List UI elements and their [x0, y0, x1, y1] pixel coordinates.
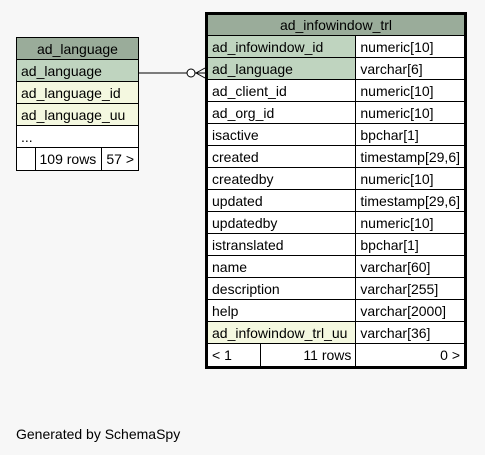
table-row: ... [16, 125, 139, 148]
column-name[interactable]: istranslated [205, 233, 357, 256]
column-type: varchar[36] [355, 321, 466, 344]
column-type: numeric[10] [355, 101, 466, 124]
column-type: numeric[10] [355, 35, 466, 58]
table-footer: 109 rows 57 > [17, 148, 138, 170]
row-count: 109 rows [34, 148, 103, 170]
column-name[interactable]: ad_client_id [205, 79, 357, 102]
column-type: bpchar[1] [355, 123, 466, 146]
column-name[interactable]: ad_language_id [16, 81, 139, 104]
crowfoot-icon [195, 67, 206, 74]
column-type: numeric[10] [355, 167, 466, 190]
column-name[interactable]: description [205, 277, 357, 300]
column-type: timestamp[29,6] [355, 145, 466, 168]
column-type: numeric[10] [355, 211, 466, 234]
column-name[interactable]: ad_language_uu [16, 103, 139, 126]
column-name[interactable]: help [205, 299, 357, 322]
table-row: ad_language [16, 59, 139, 82]
column-name[interactable]: created [205, 145, 357, 168]
table-title[interactable]: ad_language [16, 37, 139, 60]
column-name[interactable]: ad_language [16, 59, 139, 82]
column-name[interactable]: ... [16, 125, 139, 148]
column-name[interactable]: updated [205, 189, 357, 212]
table-row: ad_language_uu [16, 103, 139, 126]
column-name[interactable]: updatedby [205, 211, 357, 234]
column-type: timestamp[29,6] [355, 189, 466, 212]
column-name[interactable]: name [205, 255, 357, 278]
column-name[interactable]: ad_infowindow_trl_uu [205, 321, 357, 344]
generated-by-caption: Generated by SchemaSpy [16, 426, 181, 442]
column-name[interactable]: ad_language [205, 57, 357, 80]
row-count: 11 rows [259, 344, 355, 366]
column-type: numeric[10] [355, 79, 466, 102]
column-name[interactable]: isactive [205, 123, 357, 146]
column-type: bpchar[1] [355, 233, 466, 256]
table-footer: < 1 11 rows [208, 344, 355, 366]
column-name[interactable]: ad_infowindow_id [205, 35, 357, 58]
table-title[interactable]: ad_infowindow_trl [206, 13, 466, 36]
column-type: varchar[2000] [355, 299, 466, 322]
column-type: varchar[255] [355, 277, 466, 300]
column-name[interactable]: createdby [205, 167, 357, 190]
column-name[interactable]: ad_org_id [205, 101, 357, 124]
zero-cardinality-icon [186, 68, 196, 78]
children-count[interactable]: 57 > [101, 148, 138, 170]
parents-count[interactable]: < 1 [208, 344, 261, 366]
column-type: varchar[60] [355, 255, 466, 278]
children-count[interactable]: 0 > [355, 343, 466, 368]
table-row: ad_language_id [16, 81, 139, 104]
column-type: varchar[6] [355, 57, 466, 80]
footer-left [17, 148, 36, 170]
